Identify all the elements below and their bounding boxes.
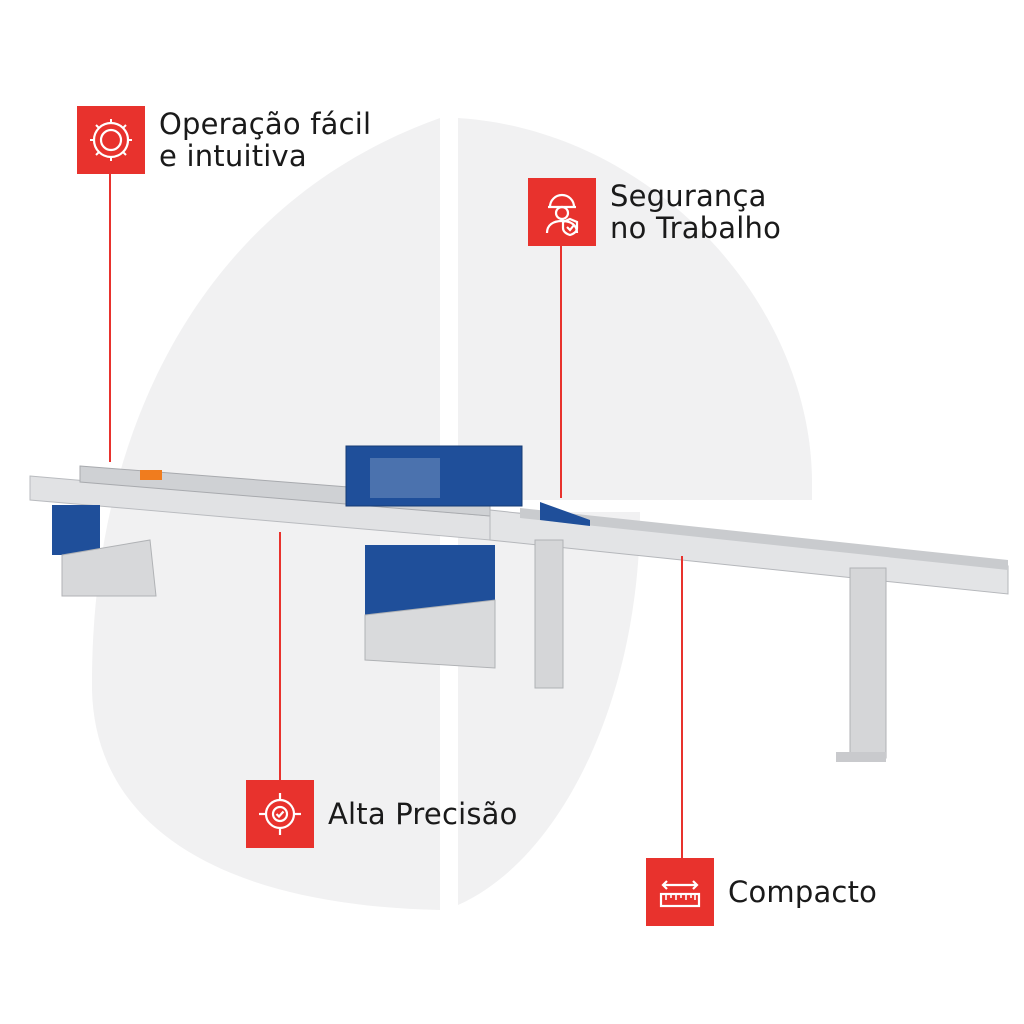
feature-compact-label: Compacto [728,874,878,909]
feature-high-precision-label: Alta Precisão [328,796,518,831]
feature-easy-operation-label: Operação fácil e intuitiva [159,106,372,173]
cross-cut-saw-machine [29,445,1009,762]
feature-compact: Compacto [646,858,877,926]
feature-work-safety: Segurança no Trabalho [528,178,781,246]
safety-worker-icon [545,193,579,237]
saw-blade-icon [90,119,132,161]
feature-work-safety-badge [528,178,596,246]
feature-compact-badge [646,858,714,926]
ruler-measure-icon [659,880,701,908]
feature-high-precision: Alta Precisão [246,780,518,848]
feature-high-precision-badge [246,780,314,848]
feature-easy-operation-badge [77,106,145,174]
feature-easy-operation: Operação fácil e intuitiva [77,106,371,174]
feature-work-safety-label: Segurança no Trabalho [610,178,782,245]
target-check-icon [259,793,301,835]
leader-lines [109,174,683,860]
